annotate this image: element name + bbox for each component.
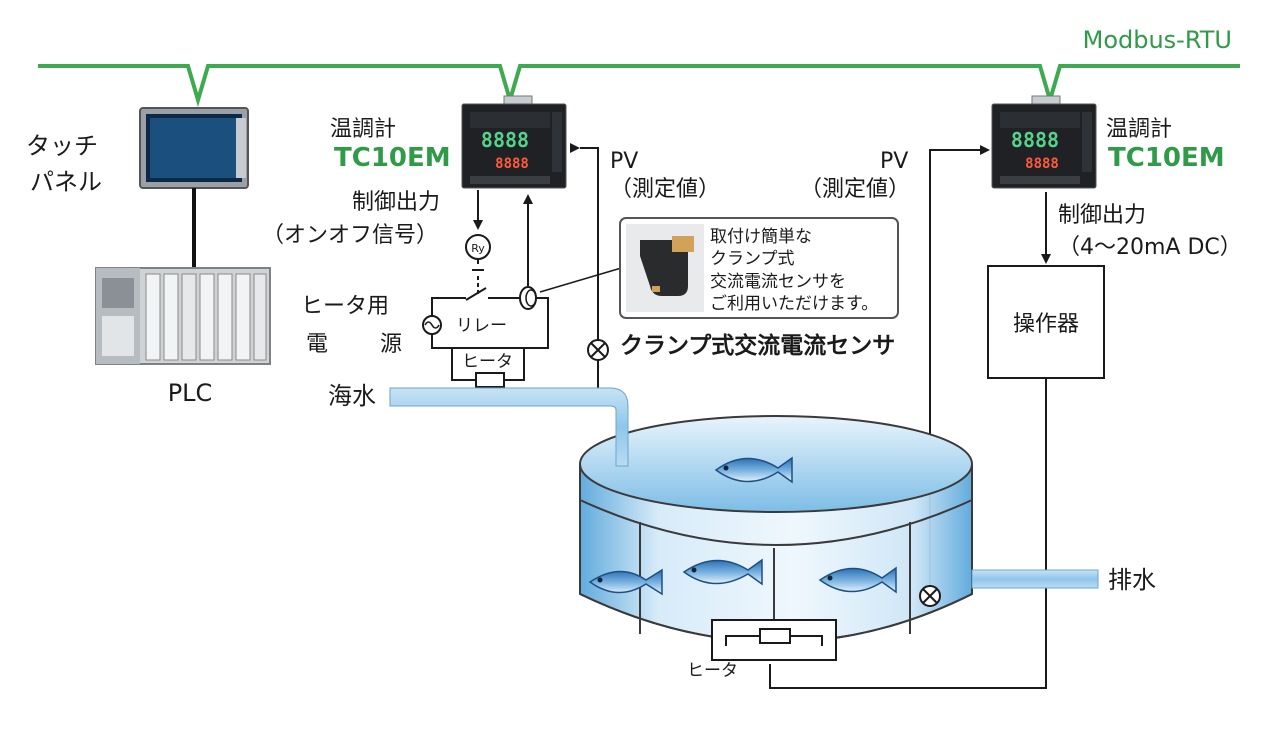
controller-right-output-label: 制御出力	[1058, 203, 1146, 228]
controller-left-output-type: （オンオフ信号）	[262, 223, 438, 248]
controller-left-pv-label: PV	[610, 149, 638, 174]
fish-icon	[682, 558, 763, 586]
controller-left-device	[461, 95, 567, 189]
fish-icon	[818, 566, 897, 594]
heater-circuit	[431, 287, 549, 388]
controller-right-pv-desc: （測定値）	[800, 177, 910, 202]
touch-panel-icon	[139, 107, 249, 189]
drain-label: 排水	[1108, 566, 1156, 594]
plc-icon	[95, 267, 271, 365]
controller-right-caption: 温調計	[1106, 117, 1172, 142]
heater-power-label-2a: 電	[306, 332, 328, 357]
actuator-box	[987, 265, 1105, 379]
controller-right-model: TC10EM	[1108, 143, 1225, 173]
controller-right-device	[991, 95, 1097, 189]
controller-right-output-type: （4～20mA DC）	[1058, 235, 1242, 260]
sensor-caption: クランプ式交流電流センサ	[620, 332, 895, 359]
touch-panel-label-2: パネル	[30, 168, 102, 196]
heater-circuit-label: ヒータ	[462, 352, 513, 372]
controller-right-pv-label: PV	[880, 149, 908, 174]
pv-left-line	[580, 147, 599, 376]
modbus-network-line	[38, 64, 1240, 108]
tank-heater	[711, 619, 837, 661]
controller-right-display-top: 8888	[1011, 128, 1059, 152]
relay-label: リレー	[456, 316, 507, 336]
sensor-callout-line4: ご利用いただけます。	[710, 294, 878, 314]
sensor-callout-box	[619, 217, 899, 319]
sensor-callout-leader	[539, 265, 629, 293]
drain-pipe	[971, 569, 1099, 589]
actuator-heater-line	[769, 378, 1047, 689]
controller-left-output-label: 制御出力	[352, 190, 440, 215]
controller-left-model: TC10EM	[334, 143, 451, 173]
fish-icon	[588, 568, 663, 596]
touch-panel-label-1: タッチ	[26, 132, 98, 160]
plc-label: PLC	[168, 379, 213, 407]
heater-power-label-2b: 源	[380, 332, 402, 357]
controller-left-display-top: 8888	[481, 128, 529, 152]
controller-right-display-bottom: 8888	[1025, 156, 1059, 172]
sensor-callout-line3: 交流電流センサを	[710, 272, 846, 292]
controller-left-caption: 温調計	[330, 117, 396, 142]
relay-coil-label: Ry	[471, 242, 485, 255]
controller-left-pv-desc: （測定値）	[610, 177, 720, 202]
seawater-label: 海水	[328, 382, 376, 410]
sensor-callout-line2: クランプ式	[710, 249, 795, 269]
sensor-callout-line1: 取付け簡単な	[710, 227, 812, 247]
heater-power-label-1: ヒータ用	[301, 294, 389, 319]
fish-icon	[714, 456, 793, 484]
controller-left-display-bottom: 8888	[495, 156, 529, 172]
tank-heater-label: ヒータ	[687, 661, 738, 681]
actuator-label: 操作器	[1013, 312, 1079, 337]
modbus-label: Modbus-RTU	[1083, 26, 1232, 54]
seawater-inlet-pipe	[389, 387, 629, 467]
